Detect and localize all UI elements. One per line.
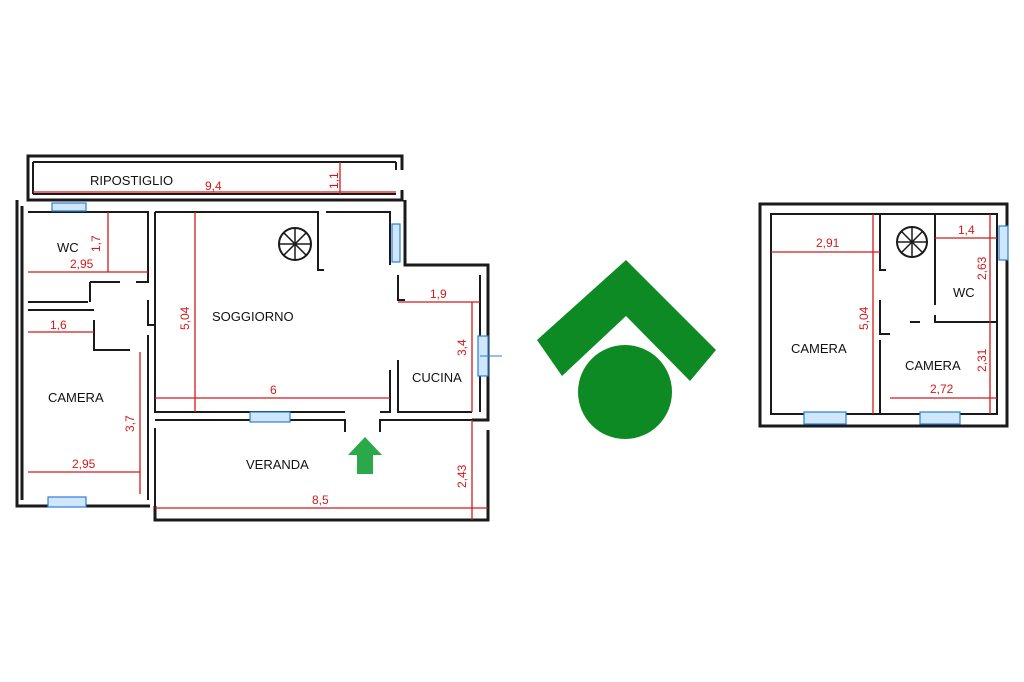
dimension-label: 2,91 — [816, 236, 840, 250]
room-label-camera: CAMERA — [791, 341, 847, 356]
room-label-cucina: CUCINA — [412, 370, 462, 385]
right-plan-dimension-lines — [771, 214, 997, 414]
right-plan-walls — [758, 202, 1009, 428]
dimension-label: 2,63 — [975, 256, 989, 280]
dimension-label: 3,7 — [123, 415, 137, 432]
agency-logo — [512, 244, 734, 456]
dimension-label: 5,04 — [178, 306, 192, 330]
spiral-stair-icon — [896, 226, 928, 258]
dimension-label: 3,4 — [455, 339, 469, 356]
dimension-label: 2,95 — [70, 257, 94, 271]
dimension-label: 2,95 — [72, 457, 96, 471]
dimension-label: 2,43 — [455, 464, 469, 488]
dimension-label: 1,4 — [958, 223, 975, 237]
dimension-label: 2,72 — [930, 382, 954, 396]
window — [47, 496, 87, 508]
window — [51, 202, 87, 212]
dimension-label: 9,4 — [205, 179, 222, 193]
dimension-label: 8,5 — [312, 493, 329, 507]
dimension-label: 1,9 — [430, 287, 447, 301]
dimension-label: 1,1 — [327, 172, 341, 189]
window — [919, 411, 961, 425]
left-plan-dimension-lines — [28, 162, 488, 520]
left-plan-walls — [15, 154, 490, 522]
room-label-veranda: VERANDA — [246, 457, 309, 472]
dimension-label: 1,7 — [89, 235, 103, 252]
room-label-camera: CAMERA — [905, 358, 961, 373]
right-plan-windows — [803, 225, 1009, 425]
room-label-wc: WC — [953, 285, 975, 300]
dimension-label: 2,31 — [975, 348, 989, 372]
entrance-arrow-icon — [348, 437, 382, 474]
window — [391, 223, 401, 263]
window — [998, 225, 1009, 261]
spiral-stair-icon — [278, 227, 312, 261]
left-plan-windows — [47, 202, 502, 508]
window — [803, 411, 847, 425]
dimension-label: 1,6 — [50, 318, 67, 332]
dimension-label: 6 — [270, 383, 277, 397]
room-label-camera: CAMERA — [48, 390, 104, 405]
room-label-soggiorno: SOGGIORNO — [212, 309, 294, 324]
window — [249, 411, 291, 423]
room-label-wc: WC — [57, 240, 79, 255]
room-label-ripostiglio: RIPOSTIGLIO — [90, 173, 173, 188]
dimension-label: 5,04 — [857, 306, 871, 330]
